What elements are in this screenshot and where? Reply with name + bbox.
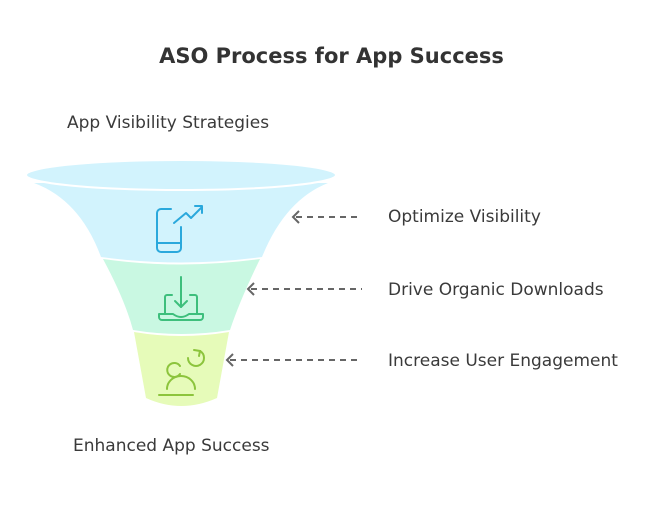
funnel-top-rim	[25, 159, 337, 191]
user-refresh-icon	[158, 349, 205, 396]
stage-label-3: Increase User Engagement	[388, 351, 618, 371]
arrow-2	[246, 282, 362, 296]
funnel-stage-1	[34, 183, 328, 263]
diagram-title: ASO Process for App Success	[159, 44, 504, 68]
laptop-download-icon	[158, 276, 204, 321]
stage-label-2: Drive Organic Downloads	[388, 280, 604, 300]
arrow-1	[291, 210, 362, 224]
bottom-label: Enhanced App Success	[73, 436, 270, 456]
phone-trend-up-icon	[156, 205, 203, 253]
arrow-3	[225, 353, 362, 367]
funnel-stage-3	[134, 332, 229, 406]
stage-label-1: Optimize Visibility	[388, 207, 541, 227]
top-label: App Visibility Strategies	[67, 113, 270, 133]
